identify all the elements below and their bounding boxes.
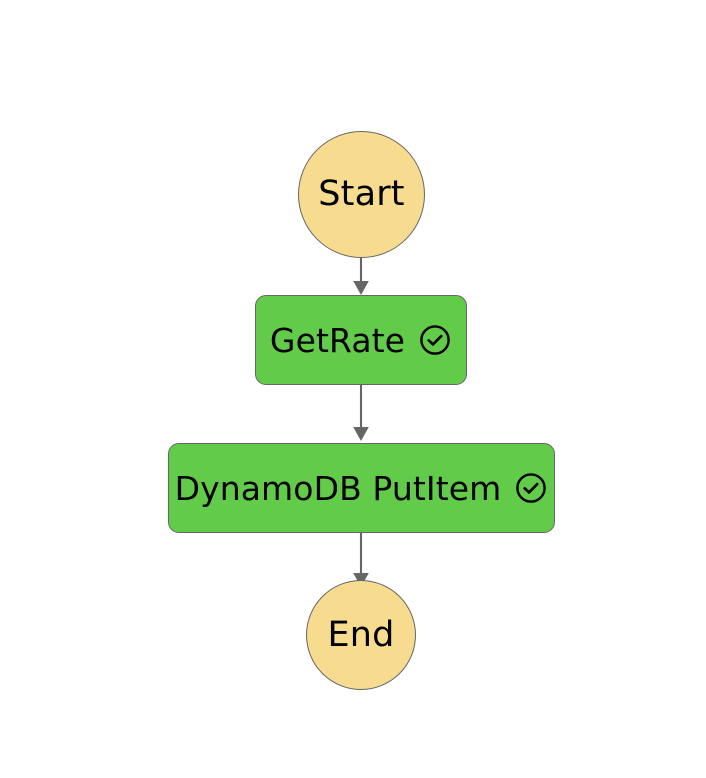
- edge-getrate-to-dynamodb-putitem: [353, 382, 369, 441]
- node-start[interactable]: Start: [298, 131, 425, 258]
- node-dynamodb-putitem-label: DynamoDB PutItem: [174, 468, 502, 508]
- node-getrate-label: GetRate: [269, 320, 406, 360]
- edge-start-to-getrate: [353, 254, 369, 295]
- check-circle-icon: [420, 325, 450, 355]
- edge-arrowhead: [353, 427, 369, 441]
- node-dynamodb-putitem[interactable]: DynamoDB PutItem: [168, 443, 555, 533]
- node-end-label: End: [327, 614, 395, 655]
- node-start-label: Start: [318, 174, 405, 214]
- node-end[interactable]: End: [306, 580, 416, 690]
- node-getrate[interactable]: GetRate: [255, 295, 467, 385]
- edge-arrowhead: [353, 281, 369, 295]
- check-circle-icon: [516, 473, 547, 503]
